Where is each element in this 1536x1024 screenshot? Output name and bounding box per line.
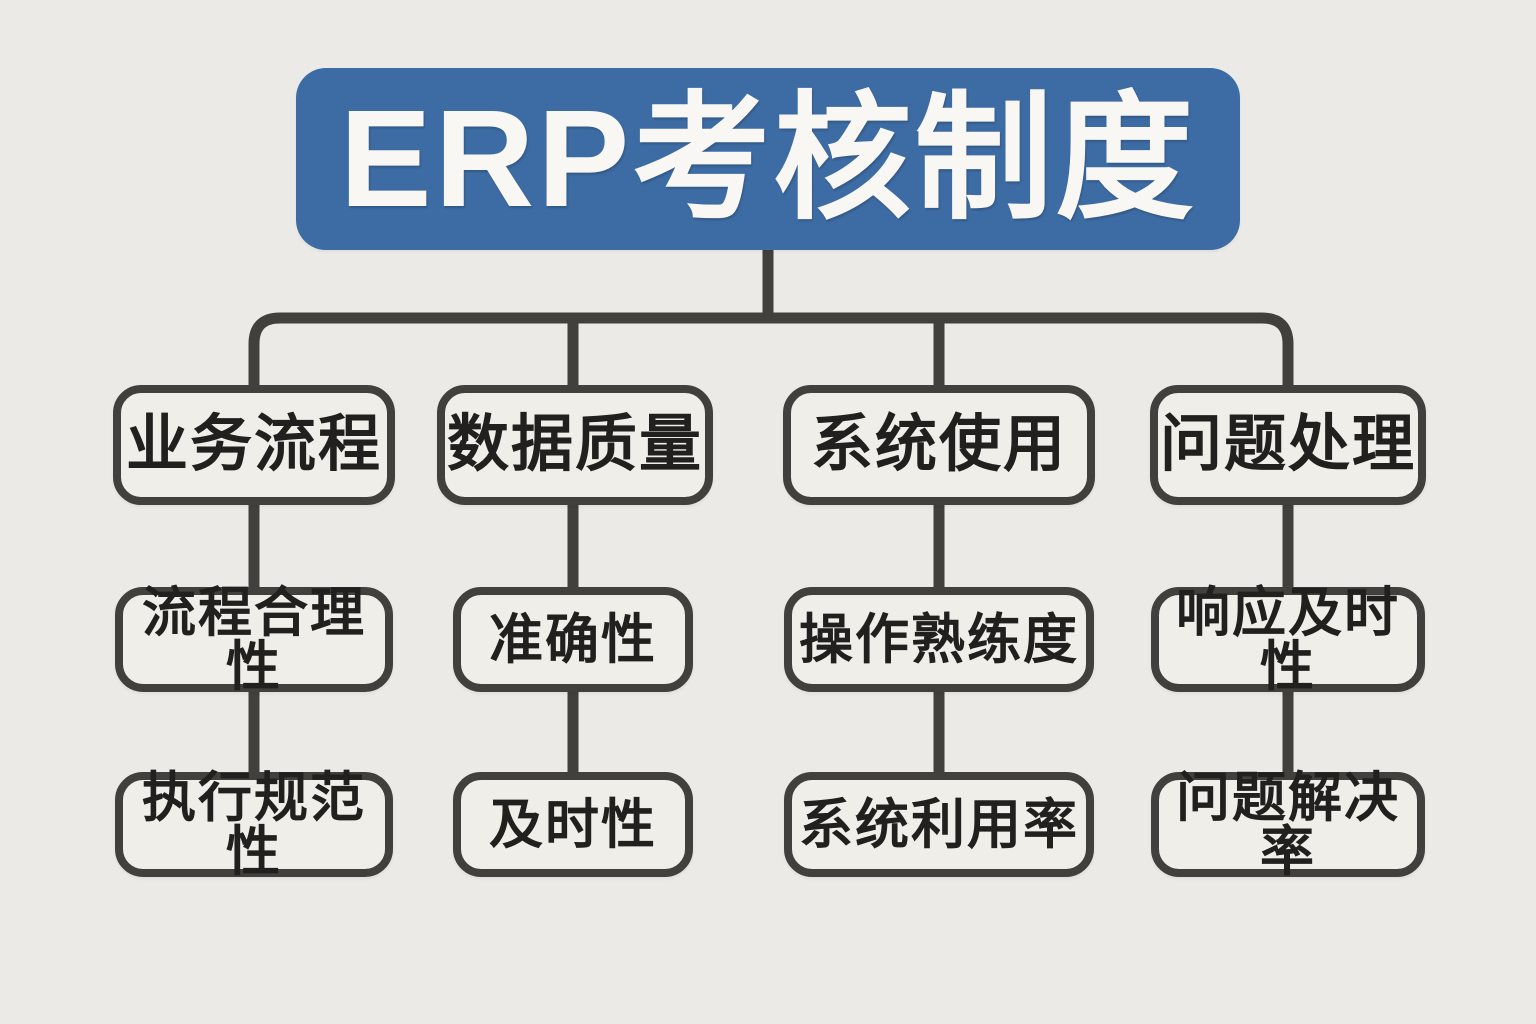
node-system-utilization-rate: 系统利用率	[784, 772, 1094, 877]
node-data-quality: 数据质量	[437, 385, 713, 505]
node-timeliness: 及时性	[453, 772, 693, 877]
node-problem-resolution-rate: 问题解决率	[1151, 771, 1425, 879]
node-process-rationality: 流程合理性	[115, 586, 393, 694]
node-business-process: 业务流程	[113, 385, 395, 505]
column-connectors	[248, 502, 1294, 775]
node-problem-handling: 问题处理	[1150, 385, 1426, 505]
bus-connector	[248, 250, 1294, 387]
root-node-title: ERP考核制度	[296, 68, 1240, 250]
node-accuracy: 准确性	[453, 587, 693, 692]
node-operation-proficiency: 操作熟练度	[784, 587, 1094, 692]
node-execution-standardization: 执行规范性	[115, 771, 393, 879]
node-response-timeliness: 响应及时性	[1151, 586, 1425, 694]
node-system-usage: 系统使用	[783, 385, 1095, 505]
